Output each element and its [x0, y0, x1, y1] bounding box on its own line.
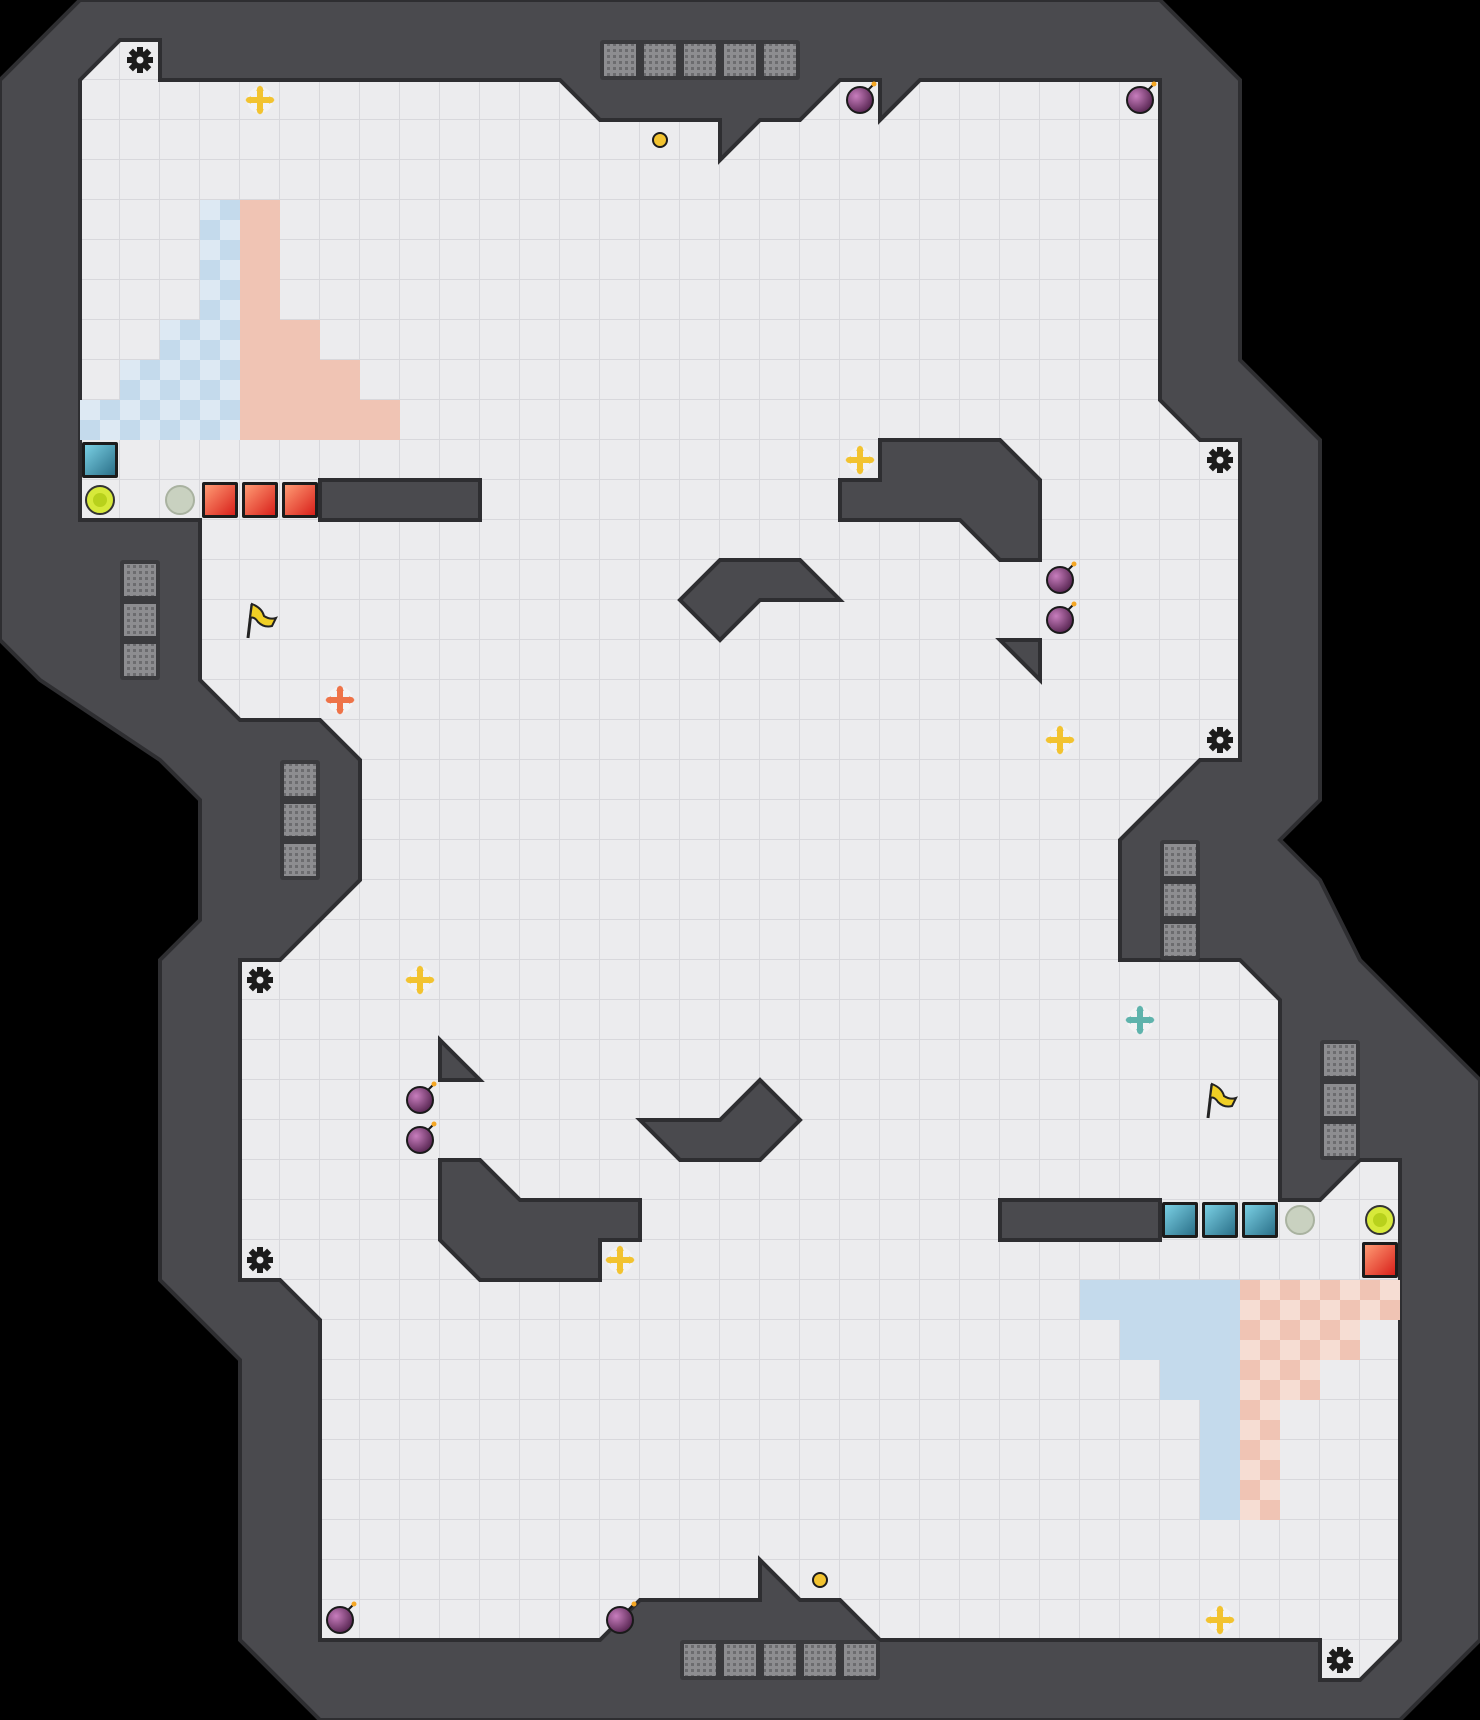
wall-chevron-top [677, 558, 845, 643]
flag-icon [1206, 1082, 1238, 1119]
bomb-icon [1046, 561, 1077, 594]
powerup-plus-icon [325, 685, 355, 715]
arena-floor [78, 38, 1402, 1682]
gear-icon [1207, 447, 1233, 473]
gear-icon [247, 967, 273, 993]
red-zone-top-left [240, 200, 400, 440]
wall-wedge-left [438, 1035, 485, 1082]
powerup-plus-icon [1045, 725, 1075, 755]
team-tile-icon [82, 442, 118, 478]
team-tile-icon [1202, 1202, 1238, 1238]
powerup-plus-icon [845, 445, 875, 475]
bomb-icon [406, 1081, 437, 1114]
flag-icon [246, 602, 278, 639]
red-zone-bottom-right [1240, 1280, 1400, 1520]
boost-pad-icon[interactable] [1365, 1205, 1395, 1235]
wall-block-left [438, 1158, 642, 1282]
vent-grate-icon [600, 40, 800, 80]
vent-grate-icon [1320, 1040, 1360, 1160]
team-tile-icon [282, 482, 318, 518]
powerup-plus-icon [245, 85, 275, 115]
blue-zone-top-left [80, 200, 240, 440]
bomb-icon [1126, 81, 1157, 114]
powerup-plus-icon [605, 1245, 635, 1275]
map-items [82, 47, 1398, 1673]
blue-zone-bottom-right [1080, 1280, 1240, 1520]
boost-pad-icon[interactable] [85, 485, 115, 515]
team-tile-icon [202, 482, 238, 518]
vent-grate-icon [1160, 840, 1200, 960]
bomb-icon [326, 1601, 357, 1634]
vent-grates [120, 40, 1360, 1680]
bomb-icon [846, 81, 877, 114]
neutral-button-icon[interactable] [165, 485, 195, 515]
wall-ledge-right [998, 1198, 1162, 1242]
interior-walls [318, 438, 1162, 1282]
wall-chevron-bottom [635, 1077, 803, 1162]
gear-icon [247, 1247, 273, 1273]
team-tile-icon [1362, 1242, 1398, 1278]
gear-icon [127, 47, 153, 73]
powerup-plus-icon [1125, 1005, 1155, 1035]
wall-wedge-right [995, 638, 1042, 685]
team-tile-icon [1242, 1202, 1278, 1238]
coin-icon [812, 1572, 828, 1588]
wall-ledge-left [318, 478, 482, 522]
coin-icon [652, 132, 668, 148]
gear-icon [1327, 1647, 1353, 1673]
powerup-plus-icon [1205, 1605, 1235, 1635]
vent-grate-icon [280, 760, 320, 880]
gear-icon [1207, 727, 1233, 753]
bomb-icon [606, 1601, 637, 1634]
team-tile-icon [1162, 1202, 1198, 1238]
bomb-icon [406, 1121, 437, 1154]
wall-block-right [838, 438, 1042, 562]
team-tile-icon [242, 482, 278, 518]
vent-grate-icon [120, 560, 160, 680]
powerup-plus-icon [405, 965, 435, 995]
neutral-button-icon[interactable] [1285, 1205, 1315, 1235]
vent-grate-icon [680, 1640, 880, 1680]
bomb-icon [1046, 601, 1077, 634]
